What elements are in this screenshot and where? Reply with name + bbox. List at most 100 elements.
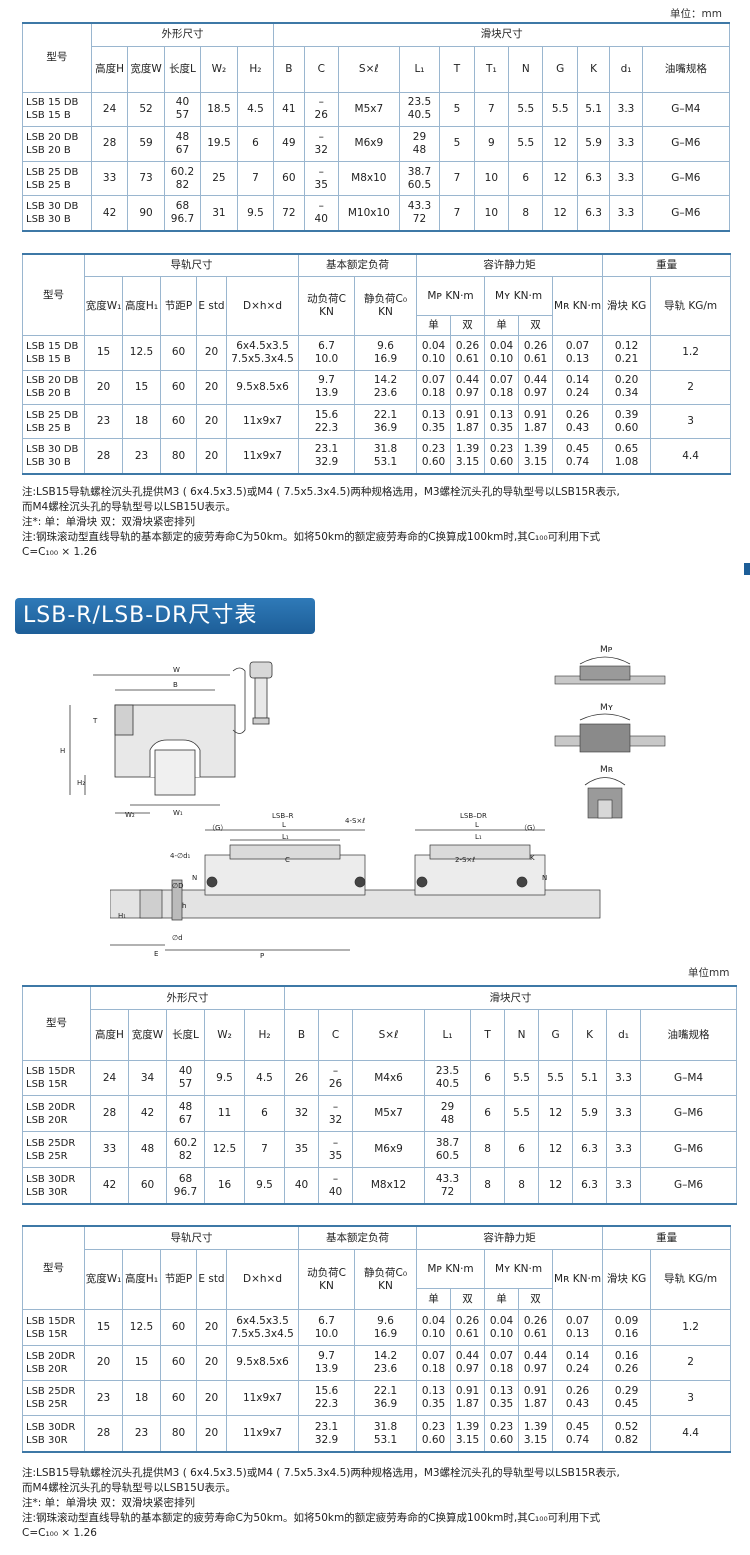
cell-line-1: 60.2 (173, 1136, 198, 1149)
cell-line-1: 0.13 (421, 1385, 446, 1398)
table-cell: 12 (542, 160, 578, 197)
table-cell: 80 (160, 438, 197, 475)
cell-line-2: 22.3 (314, 1398, 339, 1411)
cell-line-1: 0.04 (421, 339, 446, 352)
header-L: 长度L (163, 45, 202, 93)
table-cell: 26 (284, 1059, 320, 1097)
cell-line-1: 29 (412, 130, 427, 143)
table-cell: 6 (470, 1095, 506, 1133)
header-C: C (303, 45, 339, 93)
header-slider-dims: 滑块尺寸 (284, 985, 738, 1011)
cell-line-2: 1.08 (614, 456, 639, 469)
header-N: N (504, 1009, 540, 1061)
table-cell: M8x12 (352, 1167, 426, 1205)
cell-line-2: 60.5 (435, 1149, 460, 1162)
table-cell: 28 (84, 1415, 123, 1453)
header-static-load: 静负荷C₀ KN (354, 1249, 418, 1311)
table-cell: –35 (318, 1131, 354, 1169)
header-double: 双 (518, 314, 554, 337)
dim-label-h: h (182, 902, 186, 910)
table-cell: 24 (90, 1059, 129, 1097)
cell-line-1: 0.23 (421, 1420, 446, 1433)
table-cell: 12.5 (122, 1309, 161, 1346)
table-cell: 23 (84, 1380, 123, 1417)
header-single: 单 (484, 1288, 520, 1311)
cell-line-1: 0.45 (565, 443, 590, 456)
cell-line-1: 0.23 (489, 443, 514, 456)
dim-label-H1: H₁ (118, 912, 126, 920)
cell-line-1: 6.7 (318, 1314, 335, 1327)
table-cell: 5 (439, 91, 475, 128)
table-cell: M6x9 (337, 126, 400, 162)
cell-line-1: – (332, 1100, 339, 1113)
note-line: 注:钢珠滚动型直线导轨的基本额定的疲劳寿命C为50km。如将50km的额定疲劳寿… (22, 531, 601, 543)
table-cell: 33 (90, 1131, 129, 1169)
cell-line-1: 14.2 (373, 374, 398, 387)
cell-line-1: 38.7 (407, 165, 432, 178)
cell-line-1: – (318, 200, 324, 213)
unit-label-top: 单位：mm (670, 8, 722, 20)
table-cell: 5 (439, 126, 475, 162)
table-cell: 3.3 (606, 1131, 642, 1169)
dim-label-L: L (475, 821, 479, 829)
table-cell: –32 (303, 126, 339, 162)
cell-line-1: 60.2 (170, 165, 195, 178)
cell-line-2: 0.60 (421, 1433, 446, 1446)
cell-line-1: LSB 15DR (26, 1066, 76, 1078)
cell-line-1: 0.52 (614, 1420, 639, 1433)
table-cell: 12.5 (204, 1131, 245, 1169)
table-cell: 31 (200, 195, 238, 232)
table-cell: 23 (84, 403, 123, 440)
section-title: LSB-R/LSB-DR尺寸表 (15, 598, 315, 634)
table-cell: 1.2 (650, 335, 732, 371)
dim-label-W1: W₁ (173, 809, 183, 817)
header-K: K (572, 1009, 608, 1061)
header-T: T (439, 45, 475, 93)
table-cell: 6 (236, 126, 275, 162)
cell-line-2: LSB 15 B (26, 110, 71, 122)
cell-line-2: 0.10 (489, 1327, 514, 1340)
cell-line-2: 3.15 (523, 1433, 548, 1446)
cell-line-1: 0.12 (614, 339, 639, 352)
table-cell: 12 (542, 126, 578, 162)
cell-line-1: LSB 20 DB (26, 375, 79, 387)
cell-line-1: 0.91 (455, 1385, 480, 1398)
cell-line-1: 1.39 (523, 443, 548, 456)
cell-line-2: 36.9 (373, 1398, 398, 1411)
table-cell: 11x9x7 (225, 1415, 300, 1453)
cell-line-1: 23.5 (407, 96, 432, 109)
cell-line-2: 0.61 (455, 1327, 480, 1340)
cell-line-2: 13.9 (314, 387, 339, 400)
header-G: G (542, 45, 578, 93)
header-block-weight: 滑块 KG (602, 276, 652, 337)
cell-line-1: 0.07 (489, 374, 514, 387)
dim-label-W2: W₂ (125, 811, 135, 819)
table-cell: 60 (160, 1344, 197, 1382)
side-view-drawing: LSB–R LSB–DR （G） L L₁ C 4-S×ℓ 4-∅d₁ N ∅D… (110, 812, 601, 960)
header-B: B (273, 45, 305, 93)
table-cell: 59 (127, 126, 165, 162)
cell-line-1: 1.39 (455, 443, 480, 456)
table-cell: 28 (90, 126, 129, 162)
cell-line-2: 0.60 (614, 421, 639, 434)
table-cell: 60 (160, 369, 197, 405)
